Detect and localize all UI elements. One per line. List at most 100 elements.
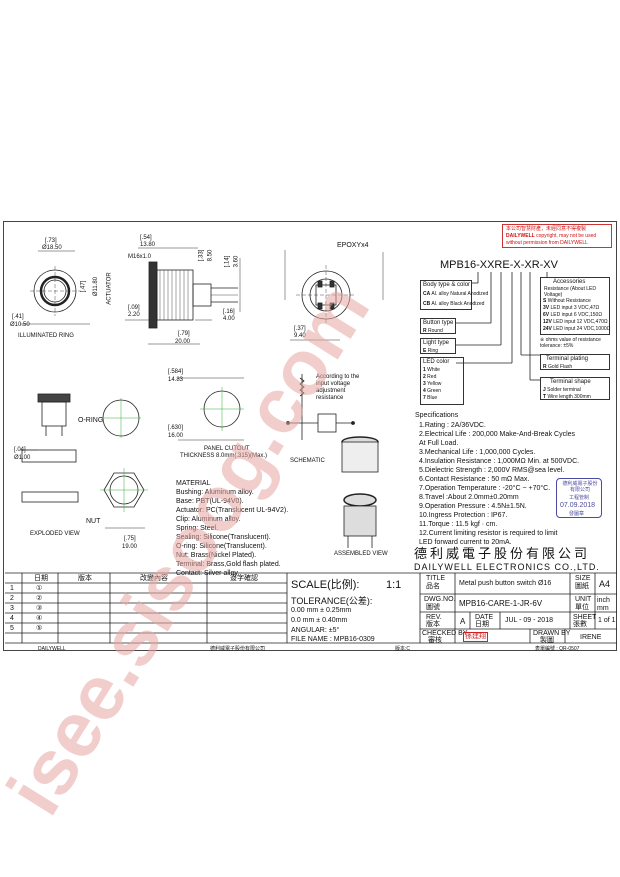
dim-label: 16.00 <box>168 433 184 439</box>
dim-label: 8.50 <box>207 249 214 262</box>
checked-by-stamp: 孫建翔 <box>463 632 488 642</box>
dim-label: [.09] <box>128 305 140 311</box>
light-type-title: Light type <box>423 340 450 346</box>
led-color-title: LED color <box>423 359 450 365</box>
actuator-label: ACTUATOR <box>106 272 113 305</box>
material-line: Sealing: Silicone(Translucent). <box>176 534 271 541</box>
drawn-by-value: IRENE <box>580 634 602 641</box>
material-line: O-ring: Silicone(Translucent). <box>176 543 267 550</box>
sheet-value: 1 of 1 <box>598 617 616 624</box>
rev-row-num: 3 <box>10 605 14 612</box>
oring-label: O-RING <box>78 417 104 424</box>
spec-line: 9.Operation Pressure : 4.5N±1.5N. <box>419 503 527 510</box>
footer-form-number: 表單編號 : QR-0507 <box>535 646 580 652</box>
specifications-title: Specifications <box>415 412 459 419</box>
nut-label: NUT <box>86 518 101 525</box>
spec-line: 2.Electrical Life : 200,000 Make-And-Bre… <box>419 431 576 438</box>
resistor-symbol <box>299 377 305 397</box>
dim-label: 4.00 <box>223 316 235 322</box>
dwg-value: MPB16-CARE-1-JR-6V <box>459 599 543 608</box>
scale-label: SCALE(比例): <box>291 579 360 591</box>
dim-label: [.47] <box>80 280 87 293</box>
assembled-view-label: ASSEMBLED VIEW <box>334 551 388 557</box>
spec-line: 1.Rating : 2A/36VDC. <box>419 422 486 429</box>
resistance-note: According to the input voltage adjustmen… <box>316 374 360 401</box>
footer-left: DAILYWELL <box>38 646 66 652</box>
rev-row-mark: ③ <box>36 605 43 612</box>
dim-label: 14.83 <box>168 377 184 383</box>
spec-line: 4.Insulation Resistance : 1,000MΩ Min. a… <box>419 458 580 465</box>
dim-label: [.79] <box>178 331 190 337</box>
dim-label: [.75] <box>124 536 136 542</box>
dim-label: M16x1.0 <box>128 254 152 260</box>
tolerance-line-2: 0.0 mm ± 0.40mm <box>291 617 348 624</box>
copyright-line-2: DAILYWELL copyright, may not be used <box>506 233 597 239</box>
side-body <box>156 269 194 321</box>
epoxy-label: EPOXYx4 <box>337 242 369 249</box>
dwg-label-cn: 圖號 <box>426 604 440 611</box>
unit-label: UNIT <box>575 596 592 603</box>
company-name-en: DAILYWELL ELECTRONICS CO.,LTD. <box>414 562 600 572</box>
drawing-sheet <box>3 221 617 651</box>
checked-by-label-cn: 審核 <box>428 637 442 644</box>
material-line: Nut: Brass(Nickel Plated). <box>176 552 257 559</box>
footer-version: 版本:C <box>395 646 411 652</box>
size-value: A4 <box>599 579 611 589</box>
title-label-cn: 品名 <box>426 583 440 590</box>
spec-line: 5.Dielectric Strength : 2,000V RMS@sea l… <box>419 467 565 474</box>
dim-label: 2.20 <box>128 312 140 318</box>
rev-label-cn: 版本 <box>426 621 440 628</box>
part-code: MPB16-XXRE-X-XR-XV <box>440 259 558 271</box>
side-bezel <box>148 261 158 329</box>
led-symbol <box>317 413 337 433</box>
rev-header-version: 版本 <box>78 575 92 582</box>
material-line: Bushing: Aluminum alloy. <box>176 489 254 496</box>
accessories-title: Accessories <box>553 279 586 285</box>
exploded-bezel <box>37 393 71 403</box>
material-line: Terminal: Brass,Gold flash plated. <box>176 561 281 568</box>
material-line: Spring: Steel. <box>176 525 219 532</box>
dim-label: [.33] <box>198 249 205 262</box>
illuminated-ring-label: ILLUMINATED RING <box>18 333 74 339</box>
rev-value: A <box>460 617 466 626</box>
accessories-box: Accessories Resistance (About LED Voltag… <box>540 277 610 335</box>
size-label-cn: 圖紙 <box>575 583 589 590</box>
spec-line: 12.Current limiting resistor is required… <box>419 530 558 537</box>
date-label: DATE <box>475 614 494 621</box>
rev-row-num: 5 <box>10 625 14 632</box>
rev-label: REV. <box>426 614 442 621</box>
angular-tolerance: ANGULAR: ±5° <box>291 627 340 634</box>
spec-line: 3.Mechanical Life : 1,000,000 Cycles. <box>419 449 536 456</box>
title-value: Metal push button switch Ø16 <box>459 580 552 587</box>
spec-line: 11.Torque : 11.5 kgf · cm. <box>419 521 498 528</box>
drawn-by-label-cn: 製圖 <box>540 637 554 644</box>
rev-header-date: 日期 <box>34 575 48 582</box>
spec-line: LED forward current to 20mA. <box>419 539 512 546</box>
file-name: FILE NAME : MPB16-0309 <box>291 636 375 643</box>
schematic-label: SCHEMATIC <box>290 458 325 464</box>
dim-label: 13.80 <box>140 242 156 248</box>
size-label: SIZE <box>575 575 591 582</box>
body-type-title: Body type & color <box>423 282 471 288</box>
sheet-label-cn: 張數 <box>573 621 587 628</box>
body-type-box: Body type & color CA Al. alloy Natural A… <box>420 280 488 310</box>
dim-label: Ø11.80 <box>93 276 100 297</box>
dim-label: Ø1.00 <box>14 455 31 461</box>
accessories-note: ※ ohms value of resistance tolerance: ±5… <box>540 337 601 349</box>
rev-row-mark: ④ <box>36 615 43 622</box>
rev-row-num: 4 <box>10 615 14 622</box>
material-line: Actuator: PC(Translucent UL-94V2). <box>176 507 289 514</box>
spec-line: 7.Operation Temperature : -20°C ~ +70°C. <box>419 485 551 492</box>
material-line: Base: PBT(UL-94V0). <box>176 498 244 505</box>
dim-label: [.630] <box>168 425 184 431</box>
rev-row-mark: ① <box>36 585 43 592</box>
spec-line: 8.Travel :About 2.0mm±0.20mm <box>419 494 519 501</box>
checked-by-label: CHECKED BY <box>422 630 468 637</box>
tolerance-label: TOLERANCE(公差): <box>291 596 373 606</box>
light-type-box: Light type E Ring <box>420 338 456 354</box>
dim-label: [.584] <box>168 369 184 375</box>
spec-line: 6.Contact Resistance : 50 mΩ Max. <box>419 476 530 483</box>
terminal-plating-title: Terminal plating <box>546 356 589 362</box>
spec-line: 10.Ingress Protection : IP67. <box>419 512 508 519</box>
